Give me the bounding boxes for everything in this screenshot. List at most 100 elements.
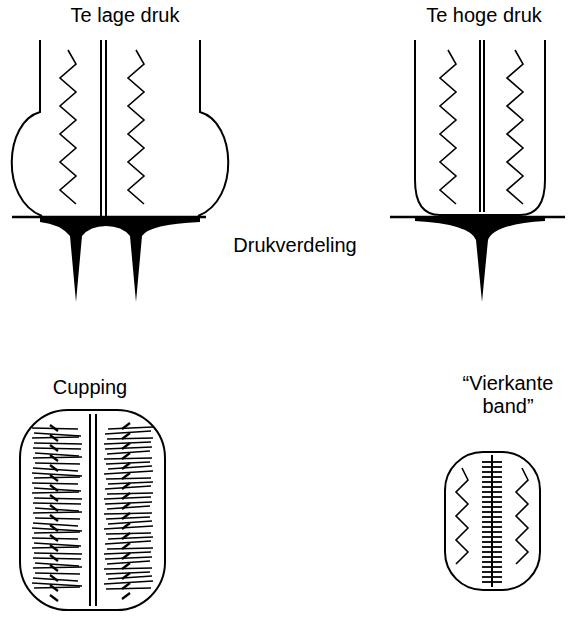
tread-mark — [34, 553, 82, 554]
footprint-outline — [20, 410, 165, 610]
tread-mark — [122, 493, 130, 499]
tread-mark — [50, 475, 58, 481]
tread-mark — [50, 535, 58, 541]
centre-groove — [95, 414, 97, 606]
tread-mark — [50, 585, 58, 591]
tread-mark — [50, 445, 58, 451]
tread-mark — [105, 486, 151, 489]
tread-mark — [107, 438, 153, 439]
tread-mark — [122, 433, 130, 439]
tread-mark — [50, 555, 58, 561]
tread-mark — [482, 476, 502, 478]
tread-zigzag — [60, 50, 76, 204]
pressure-distribution — [415, 217, 545, 302]
tread-mark — [482, 561, 502, 563]
tread-mark — [482, 486, 502, 488]
tread-mark — [122, 473, 130, 479]
tread-mark — [34, 532, 80, 533]
tread-mark — [50, 505, 58, 511]
tread-mark — [50, 525, 58, 531]
tread-mark — [122, 563, 130, 569]
tread-zigzag — [456, 468, 468, 564]
tread-mark — [50, 485, 58, 491]
tread-mark — [34, 587, 80, 588]
tread-mark — [50, 455, 58, 461]
tread-mark — [106, 588, 151, 589]
tread-mark — [482, 541, 502, 543]
tread-mark — [50, 545, 58, 551]
tread-mark — [33, 457, 82, 458]
footprint-outline — [445, 452, 540, 590]
tread-mark — [32, 473, 82, 476]
tread-mark — [50, 575, 58, 581]
tread-mark — [122, 573, 130, 579]
tread-mark — [104, 568, 152, 569]
text-label: Te lage druk — [50, 4, 200, 27]
tread-mark — [482, 531, 502, 533]
tread-mark — [122, 483, 130, 489]
tread-mark — [482, 571, 502, 573]
tread-mark — [35, 563, 79, 566]
tread-mark — [105, 447, 152, 449]
tread-mark — [122, 453, 130, 459]
tread-mark — [482, 526, 502, 528]
tread-mark — [482, 511, 502, 513]
tread-mark — [34, 498, 82, 499]
tread-mark — [107, 548, 153, 549]
centre-groove — [483, 40, 485, 212]
tread-mark — [482, 471, 502, 473]
tread-mark — [35, 463, 80, 464]
tread-mark — [35, 518, 80, 519]
centre-groove — [89, 414, 91, 606]
centre-groove — [100, 40, 102, 216]
tread-mark — [35, 453, 79, 456]
tread-mark — [33, 503, 81, 504]
tread-mark — [122, 593, 130, 599]
centre-groove — [105, 40, 107, 216]
tread-mark — [482, 501, 502, 503]
tread-mark — [122, 503, 130, 509]
tread-mark — [108, 427, 153, 429]
tread-mark — [32, 583, 82, 586]
tread-mark — [482, 461, 502, 463]
text-label: Te hoge druk — [404, 4, 564, 27]
tread-mark — [482, 496, 502, 498]
tread-mark — [33, 558, 81, 559]
tread-mark — [122, 423, 130, 429]
tread-mark — [32, 483, 78, 484]
tread-mark — [33, 567, 82, 568]
tread-mark — [104, 497, 151, 499]
pressure-distribution — [40, 217, 200, 302]
tread-zigzag — [440, 50, 456, 204]
tread-mark — [106, 517, 150, 519]
tread-mark — [34, 543, 81, 546]
tread-mark — [482, 551, 502, 553]
tread-mark — [35, 573, 80, 574]
tread-mark — [482, 556, 502, 558]
tread-zigzag — [516, 468, 528, 564]
tyre-wall — [415, 40, 545, 215]
tread-mark — [482, 546, 502, 548]
tread-mark — [122, 463, 130, 469]
tread-mark — [122, 513, 130, 519]
tread-mark — [482, 566, 502, 568]
tread-mark — [105, 557, 152, 559]
text-label: “Vierkante band” — [452, 372, 564, 418]
tread-mark — [104, 526, 153, 529]
text-label: Cupping — [35, 376, 145, 399]
tread-mark — [50, 465, 58, 471]
tyre-wall — [198, 40, 228, 216]
tread-mark — [33, 523, 78, 526]
tread-mark — [482, 516, 502, 518]
tread-mark — [107, 506, 150, 509]
tread-mark — [482, 491, 502, 493]
tread-mark — [106, 478, 151, 479]
tread-mark — [50, 495, 58, 501]
tread-mark — [482, 581, 502, 583]
tyre-wall — [12, 40, 42, 216]
tread-mark — [482, 521, 502, 523]
tread-mark — [33, 512, 82, 513]
tread-marks — [32, 50, 528, 601]
tread-mark — [32, 492, 79, 493]
